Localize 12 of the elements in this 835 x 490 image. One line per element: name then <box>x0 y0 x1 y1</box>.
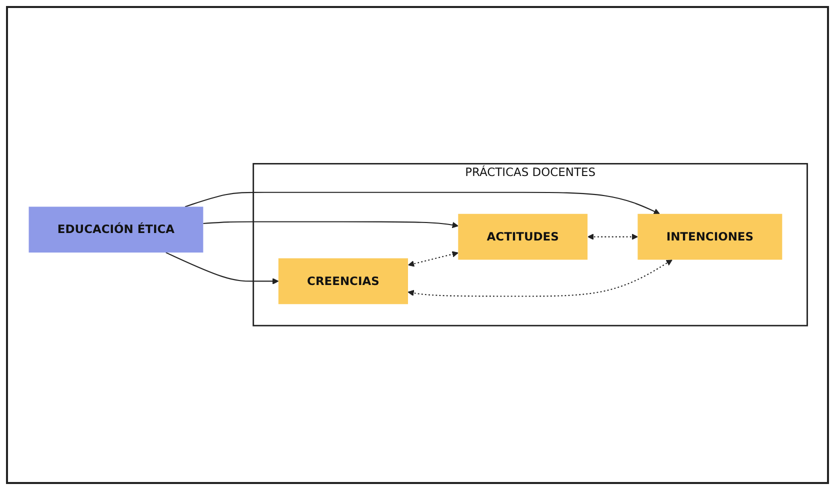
node-box <box>278 258 408 304</box>
arrow <box>587 234 638 240</box>
arrow <box>165 252 278 285</box>
node-box <box>458 214 588 260</box>
cluster <box>252 163 808 327</box>
node-box <box>637 214 782 260</box>
arrow <box>407 260 672 298</box>
node-box <box>28 207 203 253</box>
arrow <box>408 251 458 268</box>
arrow <box>202 222 458 228</box>
diagram-frame: PRÁCTICAS DOCENTES EDUCACIÓN ÉTICA CREENCIAS ACTITUDES INTENCIONES <box>6 6 829 484</box>
arrow <box>184 192 660 215</box>
